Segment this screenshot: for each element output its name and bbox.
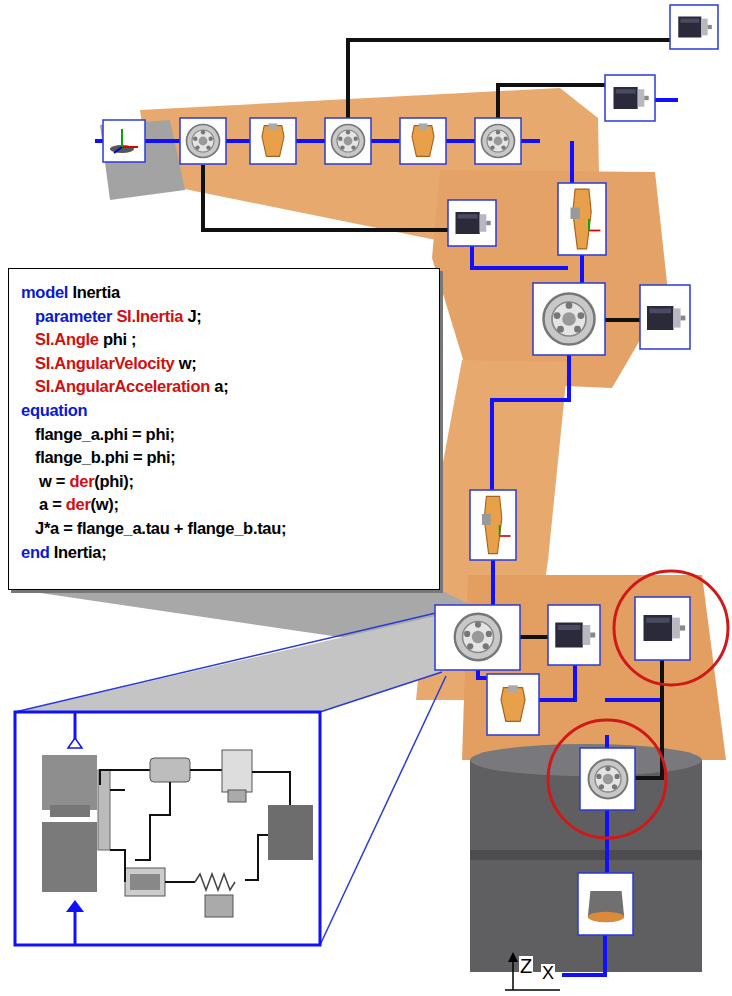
code-callout: model Inertiaparameter SI.Inertia J;SI.A…	[8, 268, 440, 590]
code-line: equation	[21, 399, 423, 423]
axis-label: Z	[519, 956, 533, 976]
code-line: J*a = flange_a.tau + flange_b.tau;	[21, 517, 423, 541]
code-line: end Inertia;	[21, 541, 423, 565]
code-line: SI.AngularVelocity w;	[21, 352, 423, 376]
axis-label: X	[541, 964, 555, 982]
code-line: SI.Angle phi ;	[21, 328, 423, 352]
code-line: flange_b.phi = phi;	[21, 446, 423, 470]
code-line: w = der(phi);	[21, 470, 423, 494]
code-line: flange_a.phi = phi;	[21, 423, 423, 447]
code-line: SI.AngularAcceleration a;	[21, 375, 423, 399]
code-line: a = der(w);	[21, 493, 423, 517]
code-line: model Inertia	[21, 281, 423, 305]
code-line: parameter SI.Inertia J;	[21, 305, 423, 329]
